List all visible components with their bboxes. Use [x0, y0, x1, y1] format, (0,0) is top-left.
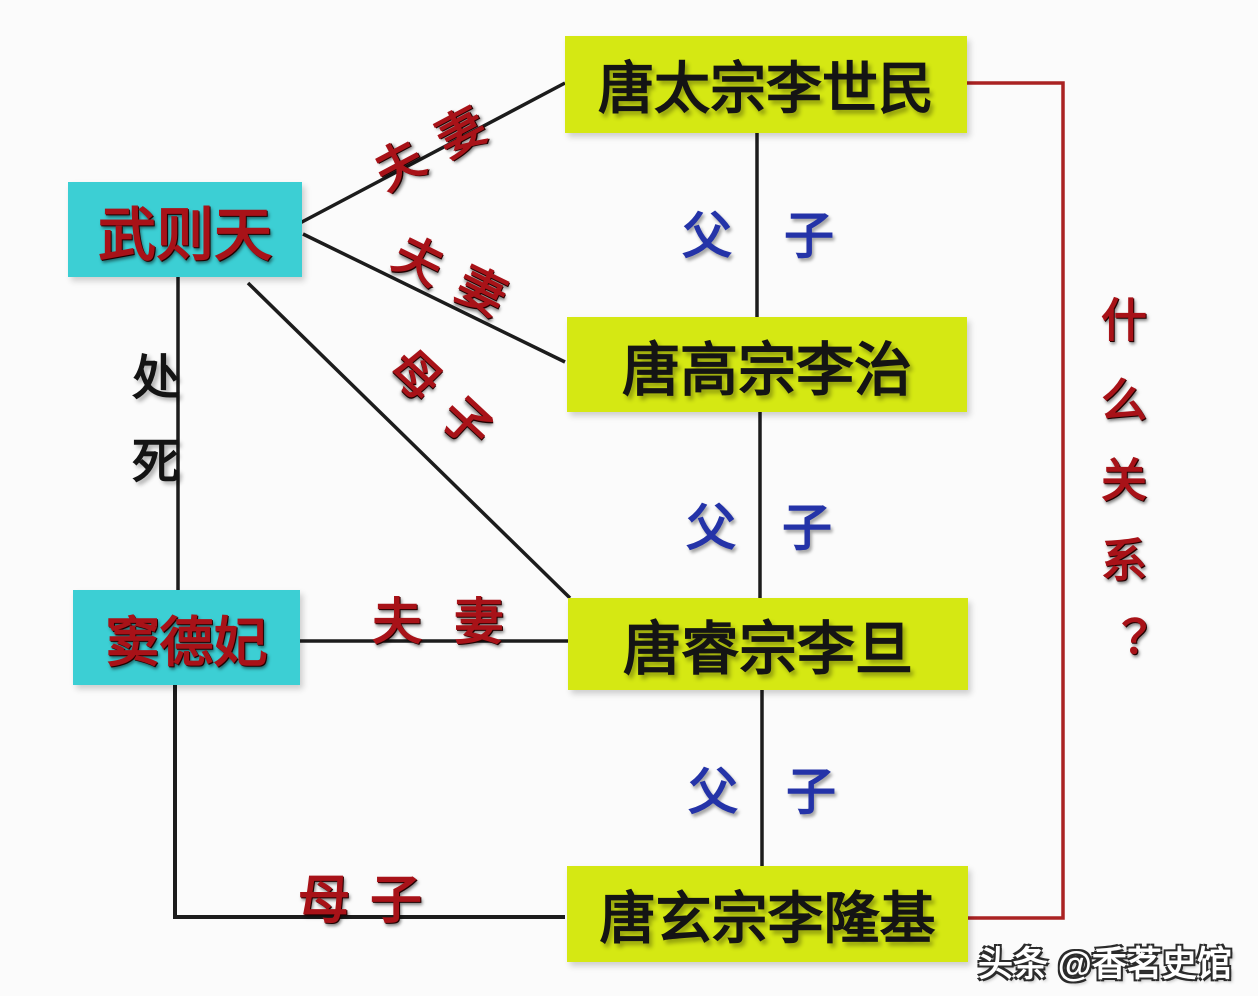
line-dou-xuanzong [173, 685, 565, 919]
edge-label-dou-ruizong: 夫妻 [372, 594, 536, 650]
edge-label-dou-xuanzong: 母子 [298, 872, 443, 930]
edge-label-ruizong-xuanzong: 父子 [688, 764, 884, 820]
edge-label-gaozong-ruizong: 父子 [686, 500, 878, 556]
node-gaozong-label: 唐高宗李治 [621, 337, 912, 403]
node-taizong-label: 唐太宗李世民 [598, 57, 934, 120]
node-dou-defei: 窦德妃 [73, 590, 300, 685]
node-xuanzong-label: 唐玄宗李隆基 [599, 886, 936, 950]
node-wu-zetian-label: 武则天 [97, 202, 272, 268]
question-text: 什么关系？ [1095, 296, 1147, 696]
node-xuanzong: 唐玄宗李隆基 [567, 866, 968, 962]
node-gaozong: 唐高宗李治 [567, 317, 967, 412]
node-ruizong: 唐睿宗李旦 [568, 598, 968, 690]
line-wu-taizong [299, 81, 566, 225]
line-wu-gaozong [302, 232, 566, 364]
node-wu-zetian: 武则天 [68, 182, 302, 277]
edge-label-taizong-gaozong: 父子 [682, 208, 886, 264]
edge-label-wu-dou: 处死 [124, 352, 177, 520]
node-ruizong-label: 唐睿宗李旦 [622, 617, 913, 682]
node-taizong: 唐太宗李世民 [565, 36, 967, 133]
bracket-question-line [967, 81, 1065, 920]
line-wu-ruizong [246, 281, 572, 600]
node-dou-defei-label: 窦德妃 [105, 613, 268, 673]
watermark-text: 头条 @香茗史馆 [978, 945, 1232, 984]
